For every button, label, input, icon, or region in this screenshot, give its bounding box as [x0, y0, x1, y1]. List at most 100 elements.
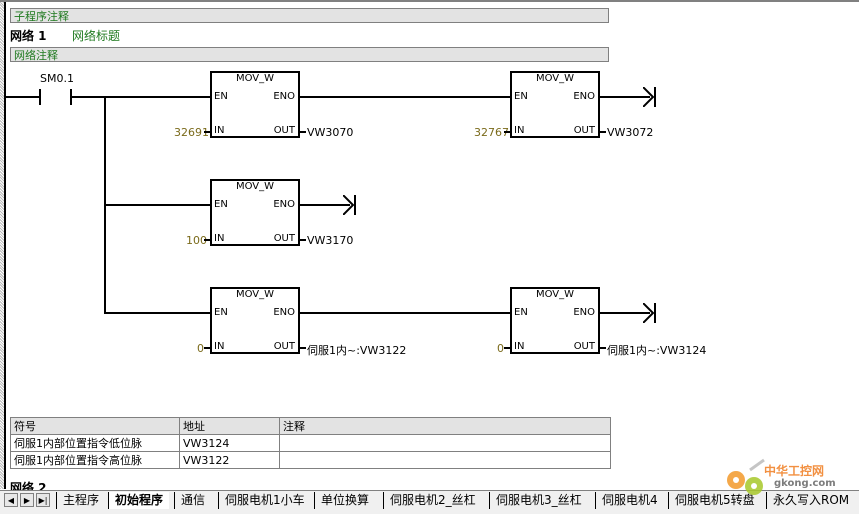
- out-operand[interactable]: VW3072: [607, 126, 654, 139]
- address-cell: VW3124: [179, 434, 280, 452]
- symbol-cell: 伺服1内部位置指令低位脉: [10, 434, 180, 452]
- en-pin: EN: [214, 199, 228, 210]
- in-operand[interactable]: 32691: [174, 126, 209, 139]
- network-1-title[interactable]: 网络标题: [72, 29, 121, 43]
- mov-w-block-1[interactable]: MOV_W EN ENO IN OUT: [210, 71, 300, 138]
- power-rail: [4, 2, 6, 489]
- col-symbol: 符号: [10, 417, 180, 435]
- col-address: 地址: [179, 417, 280, 435]
- table-header: 符号 地址 注释: [10, 417, 611, 435]
- symbol-cell: 伺服1内部位置指令高位脉: [10, 451, 180, 469]
- out-operand[interactable]: VW3170: [307, 234, 354, 247]
- in-pin: IN: [514, 341, 525, 352]
- wire: [300, 347, 306, 349]
- mov-w-block-5[interactable]: MOV_W EN ENO IN OUT: [510, 287, 600, 354]
- network-1-comment[interactable]: 网络注释: [10, 47, 609, 62]
- tab-init[interactable]: 初始程序: [108, 492, 170, 509]
- subroutine-comment[interactable]: 子程序注释: [10, 8, 609, 23]
- mov-w-block-4[interactable]: MOV_W EN ENO IN OUT: [210, 287, 300, 354]
- en-pin: EN: [514, 91, 528, 102]
- wire: [300, 204, 350, 206]
- tab-main[interactable]: 主程序: [56, 492, 105, 509]
- tab-comm[interactable]: 通信: [174, 492, 211, 509]
- wire: [504, 131, 510, 133]
- out-pin: OUT: [573, 341, 595, 352]
- in-pin: IN: [214, 341, 225, 352]
- in-operand[interactable]: 100: [186, 234, 207, 247]
- output-arrow-icon: [643, 303, 656, 323]
- wire: [504, 347, 510, 349]
- table-row[interactable]: 伺服1内部位置指令高位脉 VW3122: [10, 451, 611, 469]
- block-name: MOV_W: [235, 73, 275, 84]
- network-1-label[interactable]: 网络 1: [10, 29, 47, 43]
- in-pin: IN: [214, 233, 225, 244]
- tab-servo3[interactable]: 伺服电机3_丝杠: [489, 492, 588, 509]
- chevron-left-icon: ◀: [7, 496, 15, 505]
- contact-address: SM0.1: [40, 72, 74, 85]
- block-name: MOV_W: [235, 181, 275, 192]
- watermark-logo: 中华工控网 gkong.com: [722, 458, 852, 498]
- out-pin: OUT: [273, 341, 295, 352]
- col-comment: 注释: [279, 417, 611, 435]
- wire: [204, 347, 210, 349]
- in-operand[interactable]: 32767: [474, 126, 509, 139]
- table-row[interactable]: 伺服1内部位置指令低位脉 VW3124: [10, 434, 611, 452]
- wire: [600, 96, 650, 98]
- tab-servo2[interactable]: 伺服电机2_丝杠: [383, 492, 482, 509]
- tab-rom[interactable]: 永久写入ROM: [766, 492, 855, 509]
- tab-servo4[interactable]: 伺服电机4: [595, 492, 664, 509]
- scroll-first-button[interactable]: ◀: [4, 493, 18, 507]
- tab-unit-convert[interactable]: 单位换算: [314, 492, 375, 509]
- wire: [104, 312, 211, 314]
- wire: [6, 96, 39, 98]
- tab-servo5[interactable]: 伺服电机5转盘: [668, 492, 761, 509]
- wire: [300, 96, 511, 98]
- watermark-en: gkong.com: [774, 478, 836, 489]
- wire: [72, 96, 211, 98]
- comment-cell: [279, 451, 611, 469]
- watermark-cn: 中华工控网: [764, 464, 825, 478]
- eno-pin: ENO: [573, 91, 595, 102]
- mov-w-block-2[interactable]: MOV_W EN ENO IN OUT: [510, 71, 600, 138]
- in-operand[interactable]: 0: [197, 342, 204, 355]
- contact-left-bar[interactable]: [39, 89, 41, 105]
- top-border: [0, 0, 859, 2]
- wire: [300, 239, 306, 241]
- output-arrow-icon: [343, 195, 356, 215]
- block-name: MOV_W: [235, 289, 275, 300]
- address-cell: VW3122: [179, 451, 280, 469]
- en-pin: EN: [514, 307, 528, 318]
- wire: [104, 204, 211, 206]
- left-margin-strip: [0, 2, 4, 489]
- mov-w-block-3[interactable]: MOV_W EN ENO IN OUT: [210, 179, 300, 246]
- tab-bar: ◀ ▶ ▶| 主程序 初始程序 通信 伺服电机1小车 单位换算 伺服电机2_丝杠…: [0, 490, 859, 514]
- out-operand[interactable]: 伺服1内~:VW3124: [607, 344, 707, 357]
- in-pin: IN: [514, 125, 525, 136]
- symbol-table: 符号 地址 注释 伺服1内部位置指令低位脉 VW3124 伺服1内部位置指令高位…: [10, 417, 611, 469]
- eno-pin: ENO: [273, 199, 295, 210]
- in-pin: IN: [214, 125, 225, 136]
- out-pin: OUT: [273, 125, 295, 136]
- wire: [600, 312, 650, 314]
- scroll-next-button[interactable]: ▶: [20, 493, 34, 507]
- tab-servo1[interactable]: 伺服电机1小车: [218, 492, 311, 509]
- in-operand[interactable]: 0: [497, 342, 504, 355]
- output-arrow-icon: [643, 87, 656, 107]
- wire: [300, 312, 511, 314]
- block-name: MOV_W: [535, 73, 575, 84]
- eno-pin: ENO: [273, 307, 295, 318]
- eno-pin: ENO: [573, 307, 595, 318]
- contact-right-bar[interactable]: [70, 89, 72, 105]
- eno-pin: ENO: [273, 91, 295, 102]
- wire: [300, 131, 306, 133]
- scroll-last-button[interactable]: ▶|: [36, 493, 50, 507]
- gear-icon: [727, 458, 765, 495]
- en-pin: EN: [214, 91, 228, 102]
- out-pin: OUT: [273, 233, 295, 244]
- out-operand[interactable]: VW3070: [307, 126, 354, 139]
- wire: [600, 131, 606, 133]
- out-operand[interactable]: 伺服1内~:VW3122: [307, 344, 407, 357]
- chevron-end-icon: ▶|: [38, 496, 48, 505]
- en-pin: EN: [214, 307, 228, 318]
- wire: [204, 131, 210, 133]
